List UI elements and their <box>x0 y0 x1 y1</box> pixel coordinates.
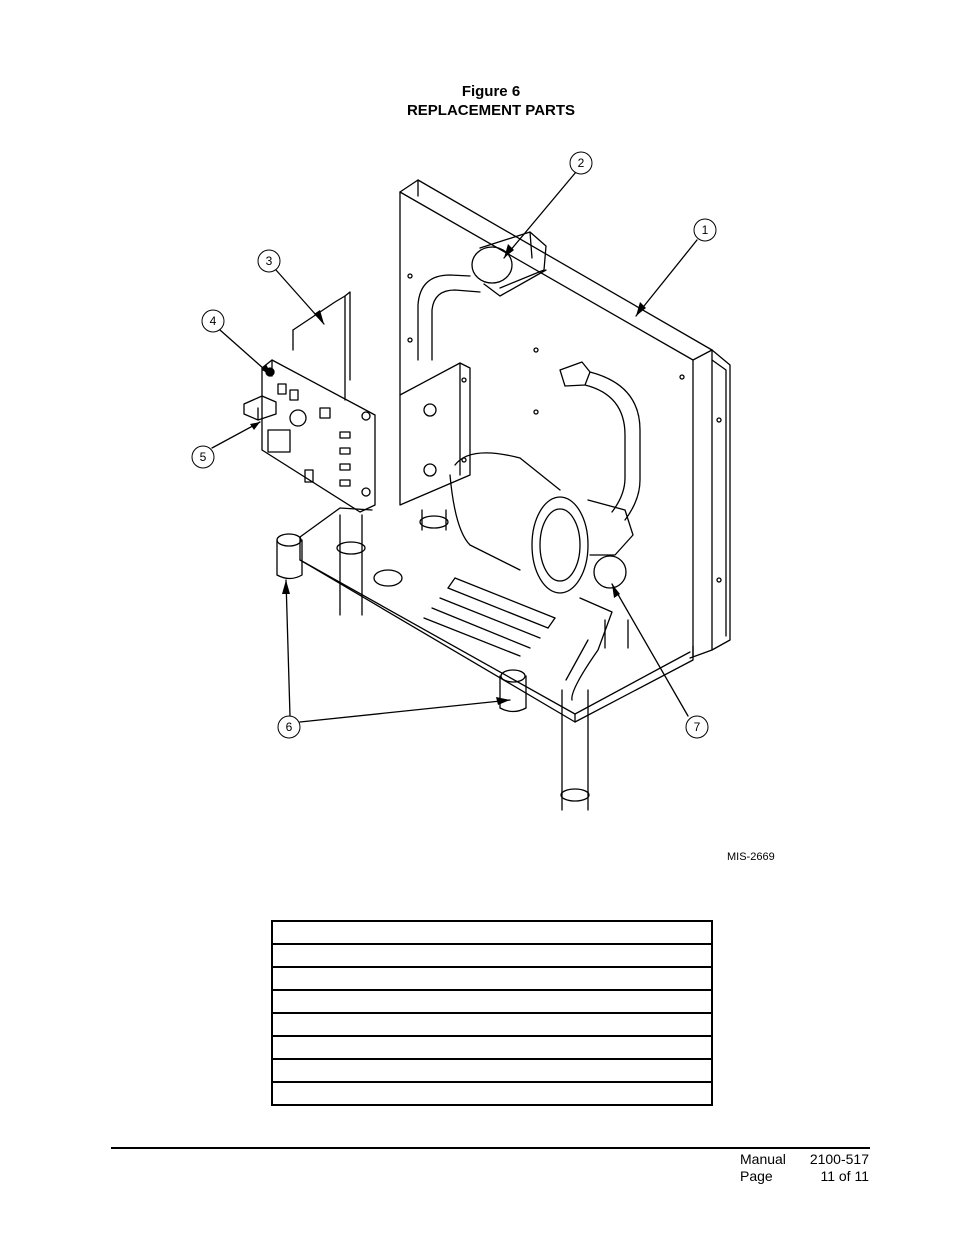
callout-circle-5 <box>191 445 215 469</box>
terminal-5 <box>243 395 277 421</box>
table-row <box>271 920 713 945</box>
figure-heading: Figure 6 REPLACEMENT PARTS <box>0 82 954 120</box>
parts-table <box>271 920 713 1106</box>
parts-drawing: 2 1 3 4 5 6 7 <box>191 151 731 811</box>
pipe-clip-2 <box>471 231 547 297</box>
table-row <box>271 1035 713 1060</box>
table-row <box>271 1012 713 1037</box>
callout-circle-3 <box>257 249 281 273</box>
table-cell <box>271 1058 713 1083</box>
callouts: 2 1 3 4 5 6 7 <box>191 151 717 739</box>
callout-circle-7 <box>685 715 709 739</box>
table-row <box>271 1081 713 1106</box>
footer-page-number: 11 of 11 <box>820 1168 869 1184</box>
table-cell <box>271 1035 713 1060</box>
table-cell <box>271 1081 713 1106</box>
callout-circle-4 <box>201 309 225 333</box>
callout-7: 7 <box>694 720 701 734</box>
footer-manual-number: 2100-517 <box>809 1151 869 1167</box>
base-tray <box>299 507 694 723</box>
table-row <box>271 989 713 1014</box>
table-cell <box>271 966 713 991</box>
table-cell <box>271 920 713 945</box>
footer-page-label: Page <box>740 1168 773 1184</box>
control-bracket-3 <box>292 291 471 506</box>
table-row <box>271 1058 713 1083</box>
table-row <box>271 966 713 991</box>
figure-number: Figure 6 <box>461 83 521 100</box>
table-cell <box>271 943 713 968</box>
footer-divider <box>111 1147 870 1149</box>
callout-circle-6 <box>277 715 301 739</box>
leader-lines <box>211 171 698 723</box>
table-row <box>271 943 713 968</box>
callout-circle-1 <box>693 218 717 242</box>
callout-6: 6 <box>286 720 293 734</box>
footer-manual-label: Manual <box>740 1151 786 1167</box>
callout-4: 4 <box>210 314 217 328</box>
callout-5: 5 <box>200 450 207 464</box>
callout-1: 1 <box>702 223 709 237</box>
pump-housing <box>449 452 634 701</box>
circuit-board-4 <box>261 359 376 513</box>
callout-3: 3 <box>266 254 273 268</box>
drawing-id: MIS-2669 <box>727 851 775 863</box>
figure-title: REPLACEMENT PARTS <box>406 102 576 119</box>
tray-legs <box>336 509 629 811</box>
table-cell <box>271 1012 713 1037</box>
footer-labels: Manual Page <box>740 1151 786 1185</box>
callout-circle-2 <box>569 151 593 175</box>
footer-values: 2100-517 11 of 11 <box>807 1151 869 1185</box>
pipe-clamps-6 <box>276 533 527 713</box>
arrowheads <box>250 244 646 705</box>
water-pipe <box>417 274 641 521</box>
table-cell <box>271 989 713 1014</box>
callout-2: 2 <box>578 156 585 170</box>
